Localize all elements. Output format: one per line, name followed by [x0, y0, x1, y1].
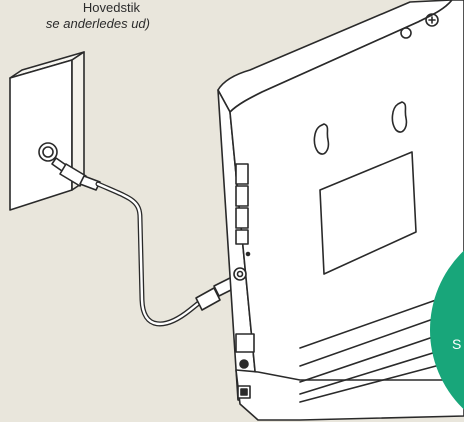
caption-line-1: Hovedstik	[82, 0, 140, 15]
keyhole-mount-icon	[313, 123, 330, 155]
power-button-icon	[400, 27, 412, 39]
coax-cable-icon	[51, 157, 247, 327]
caption-line-2: se anderledes ud)	[45, 16, 150, 31]
badge-text: S	[452, 336, 462, 352]
router-device-icon	[217, 0, 464, 421]
green-badge	[430, 250, 464, 410]
wall-socket-icon	[9, 51, 85, 211]
